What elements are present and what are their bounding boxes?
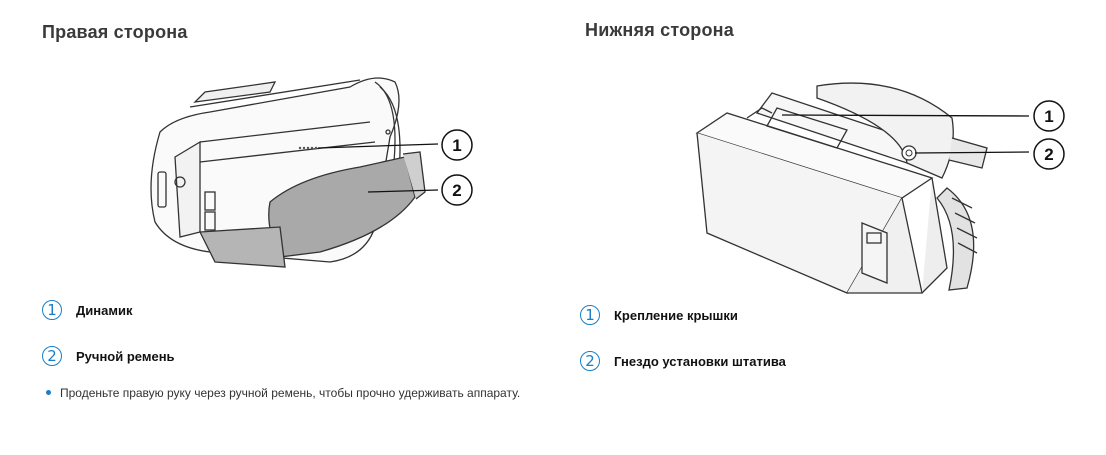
hand-strap-label: Ручной ремень xyxy=(76,348,175,364)
tripod-socket-label: Гнездо установки штатива xyxy=(614,353,786,369)
callout-2-circle xyxy=(1033,138,1065,170)
item-number-circle: 1 xyxy=(42,300,62,320)
callout-2-number: 2 xyxy=(1044,145,1053,164)
cover-mount-item: 1 Крепление крышки xyxy=(580,305,738,325)
callout-1-circle xyxy=(1033,100,1065,132)
hand-strap-note-text: Проденьте правую руку через ручной ремен… xyxy=(60,386,521,400)
right-side-section: Правая сторона xyxy=(0,0,552,455)
hand-strap-item: 2 Ручной ремень xyxy=(42,346,175,366)
camcorder-bottom-side-illustration: 1 2 xyxy=(695,82,1065,294)
bottom-side-section: Нижняя сторона xyxy=(552,0,1106,455)
callout-1-circle xyxy=(441,129,473,161)
item-number-circle: 1 xyxy=(580,305,600,325)
speaker-item: 1 Динамик xyxy=(42,300,132,320)
callout-1-number: 1 xyxy=(1044,107,1053,126)
item-number-circle: 2 xyxy=(580,351,600,371)
camcorder-right-side-illustration: 1 2 xyxy=(150,77,473,268)
callout-1-number: 1 xyxy=(452,136,461,155)
bottom-side-heading: Нижняя сторона xyxy=(585,20,734,40)
tripod-socket-item: 2 Гнездо установки штатива xyxy=(580,351,786,371)
speaker-label: Динамик xyxy=(76,302,133,318)
callout-2-number: 2 xyxy=(452,181,461,200)
hand-strap-note: Проденьте правую руку через ручной ремен… xyxy=(46,384,530,403)
callout-2-circle xyxy=(441,174,473,206)
bullet-icon xyxy=(46,390,51,395)
item-number-circle: 2 xyxy=(42,346,62,366)
right-side-heading: Правая сторона xyxy=(42,22,188,42)
cover-mount-label: Крепление крышки xyxy=(614,307,738,323)
